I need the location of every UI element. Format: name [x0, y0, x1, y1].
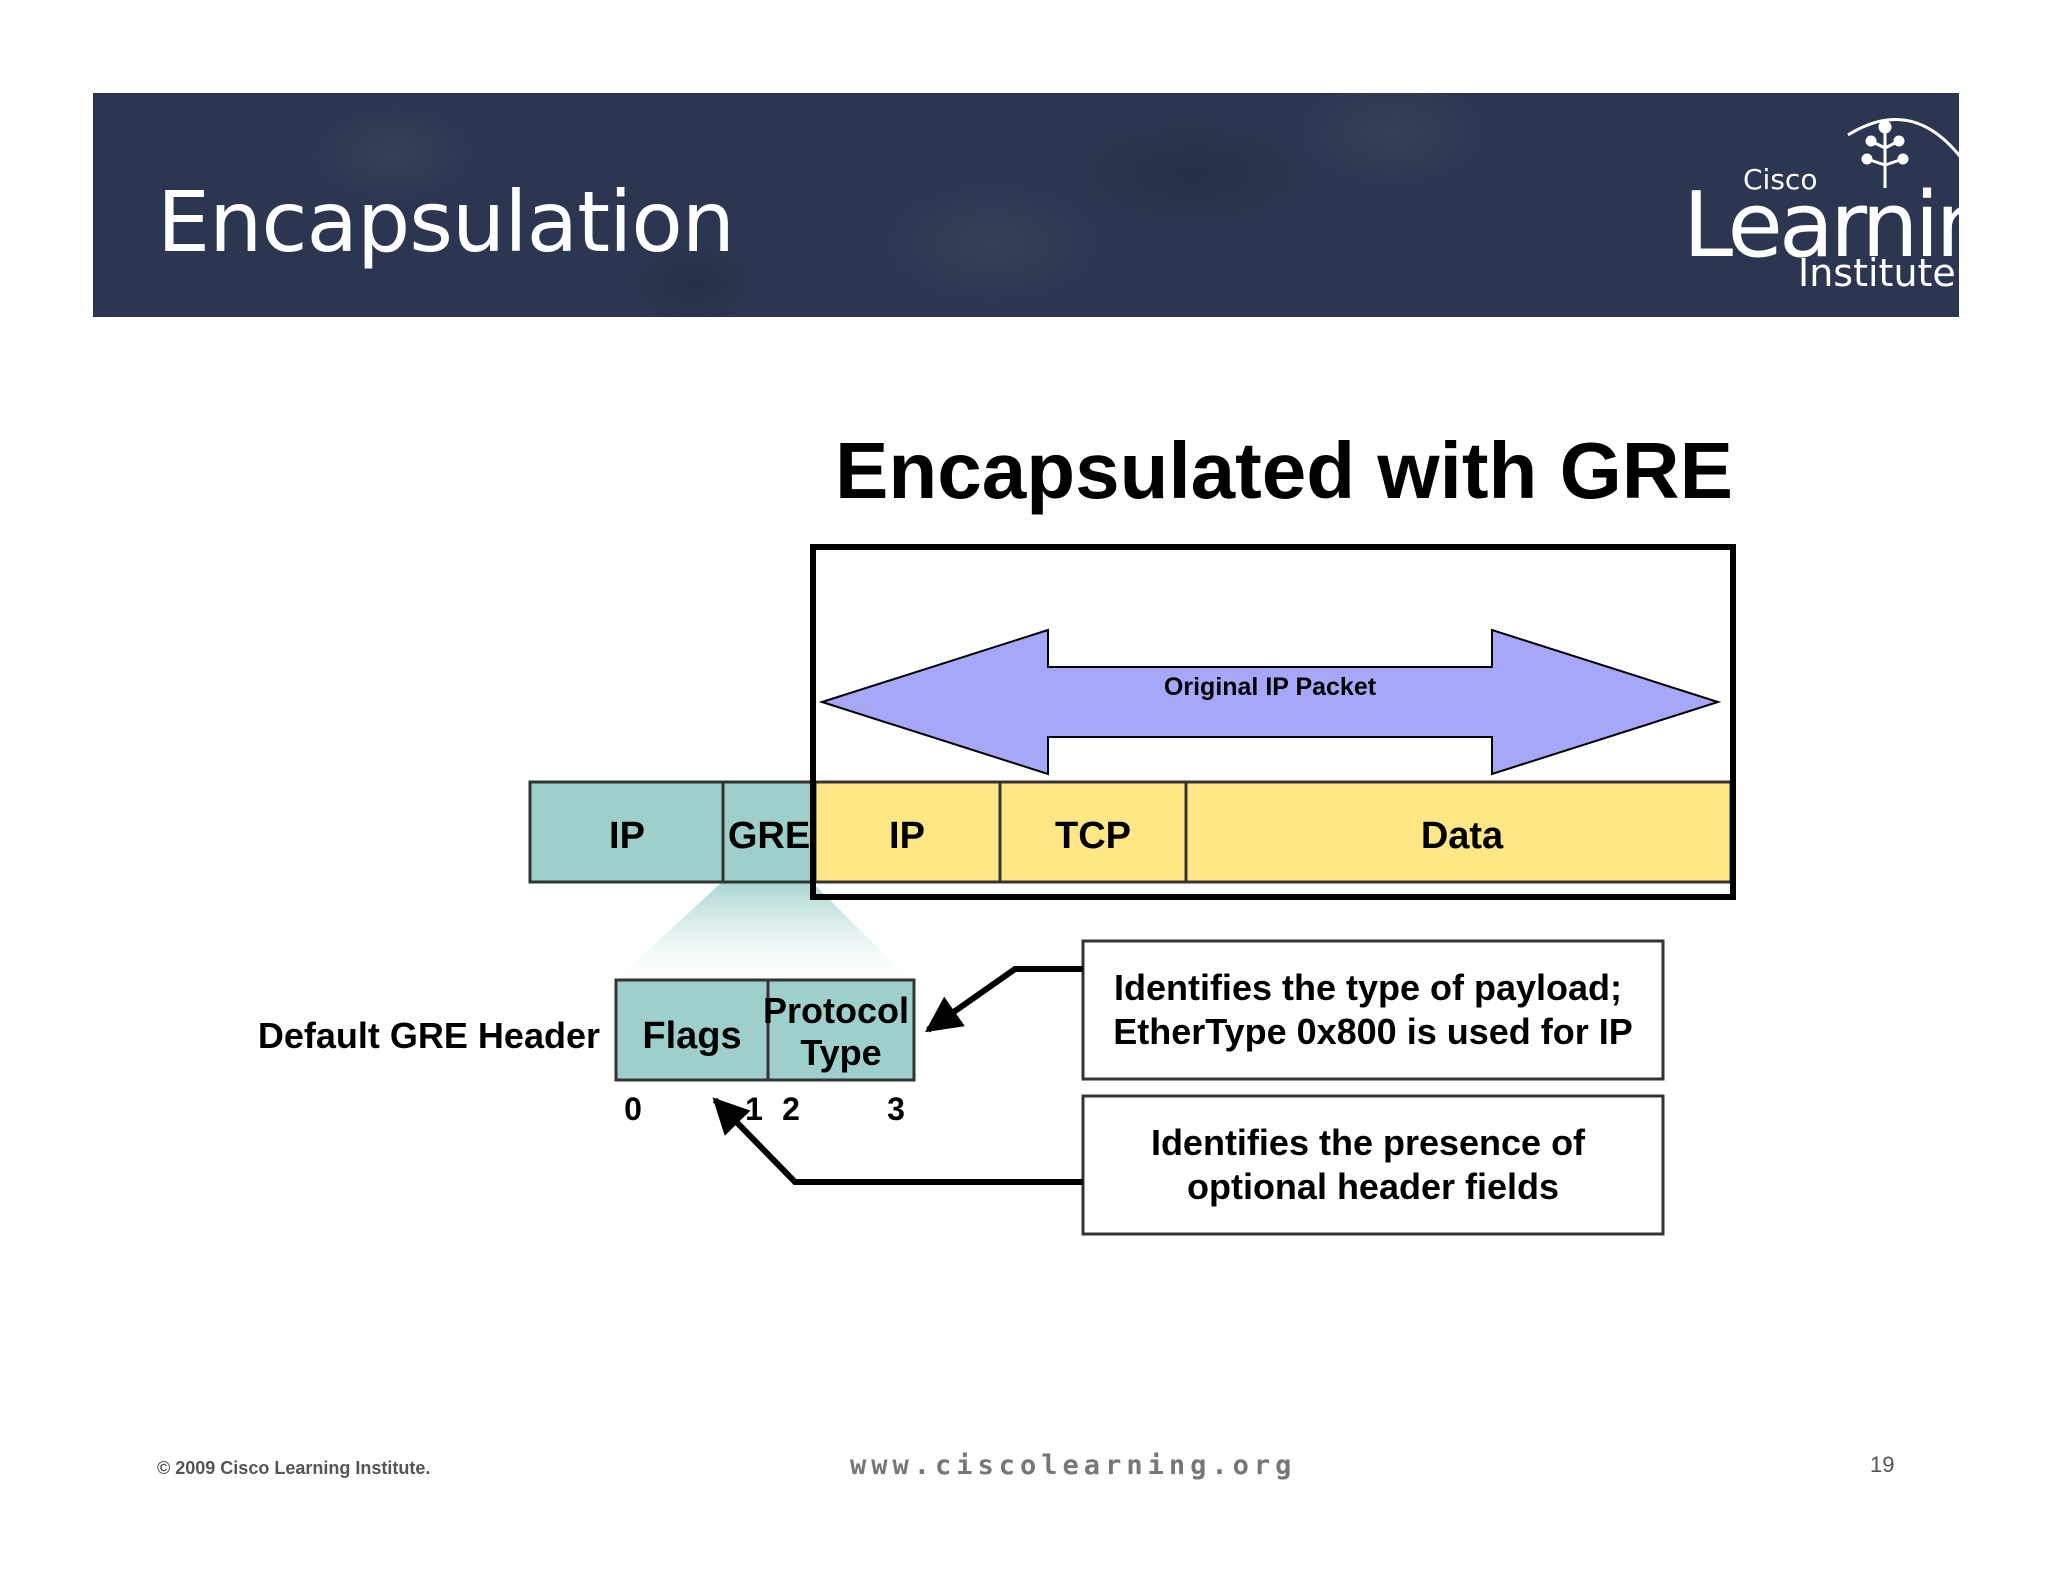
original-packet-frame: [810, 544, 1736, 900]
callout-flags-line-1: Identifies the presence of: [1151, 1122, 1586, 1163]
bit-label-2: 2: [782, 1091, 800, 1127]
protocol-type-line-2: Type: [800, 1032, 881, 1073]
logo-arc-icon: [1847, 118, 1959, 188]
outer-ip-label: IP: [609, 815, 645, 857]
original-packet-label: Original IP Packet: [1164, 673, 1377, 701]
bit-label-0: 0: [624, 1091, 642, 1127]
bit-label-3: 3: [887, 1091, 905, 1127]
callout-protocol-box: [1081, 939, 1665, 1081]
callout-protocol-line-2: EtherType 0x800 is used for IP: [1113, 1011, 1633, 1052]
logo-cisco-text: Cisco: [1743, 163, 1818, 196]
gre-field: [721, 780, 817, 884]
protocol-callout-arrow: [925, 966, 1083, 1033]
footer-copyright: © 2009 Cisco Learning Institute.: [157, 1458, 431, 1478]
protocol-type-field: [766, 978, 916, 1082]
callout-protocol-line-1: Identifies the type of payload;: [1114, 967, 1622, 1008]
title-banner: Encapsulation Cisco Learning Institute: [93, 93, 2046, 317]
logo-institute-text: Institute: [1798, 251, 1956, 295]
logo-learning-text: Learning: [1683, 173, 2046, 278]
gre-header-label: Default GRE Header: [258, 1015, 600, 1056]
original-packet-arrow: [818, 628, 1722, 776]
slide-title: Encapsulation: [157, 173, 735, 271]
diagram-title: Encapsulated with GRE: [835, 426, 1733, 515]
footer-website: www.ciscolearning.org: [850, 1450, 1297, 1481]
tcp-label: TCP: [1055, 815, 1131, 857]
bit-label-1: 1: [745, 1091, 763, 1127]
zoom-wedge: [616, 882, 910, 980]
page-number: 19: [1870, 1452, 1895, 1477]
cisco-learning-institute-logo: Cisco Learning Institute: [1583, 93, 2046, 317]
data-label: Data: [1421, 815, 1504, 857]
gre-label: GRE: [728, 815, 810, 857]
protocol-type-line-1: Protocol: [763, 990, 909, 1031]
callout-protocol-text: Identifies the type of payload; EtherTyp…: [1113, 967, 1633, 1052]
tcp-field: [998, 780, 1188, 884]
callout-flags-line-2: optional header fields: [1187, 1166, 1559, 1207]
callout-flags-text: Identifies the presence of optional head…: [1151, 1122, 1595, 1207]
data-field: [1184, 780, 1733, 884]
callout-flags-box: [1081, 1094, 1665, 1236]
flags-label: Flags: [642, 1015, 741, 1057]
flags-field: [614, 978, 770, 1082]
outer-ip-field: [528, 780, 725, 884]
protocol-type-label: Protocol Type: [763, 990, 919, 1073]
inner-ip-label: IP: [889, 815, 925, 857]
inner-ip-field: [813, 780, 1002, 884]
flags-callout-arrow: [712, 1097, 1083, 1185]
